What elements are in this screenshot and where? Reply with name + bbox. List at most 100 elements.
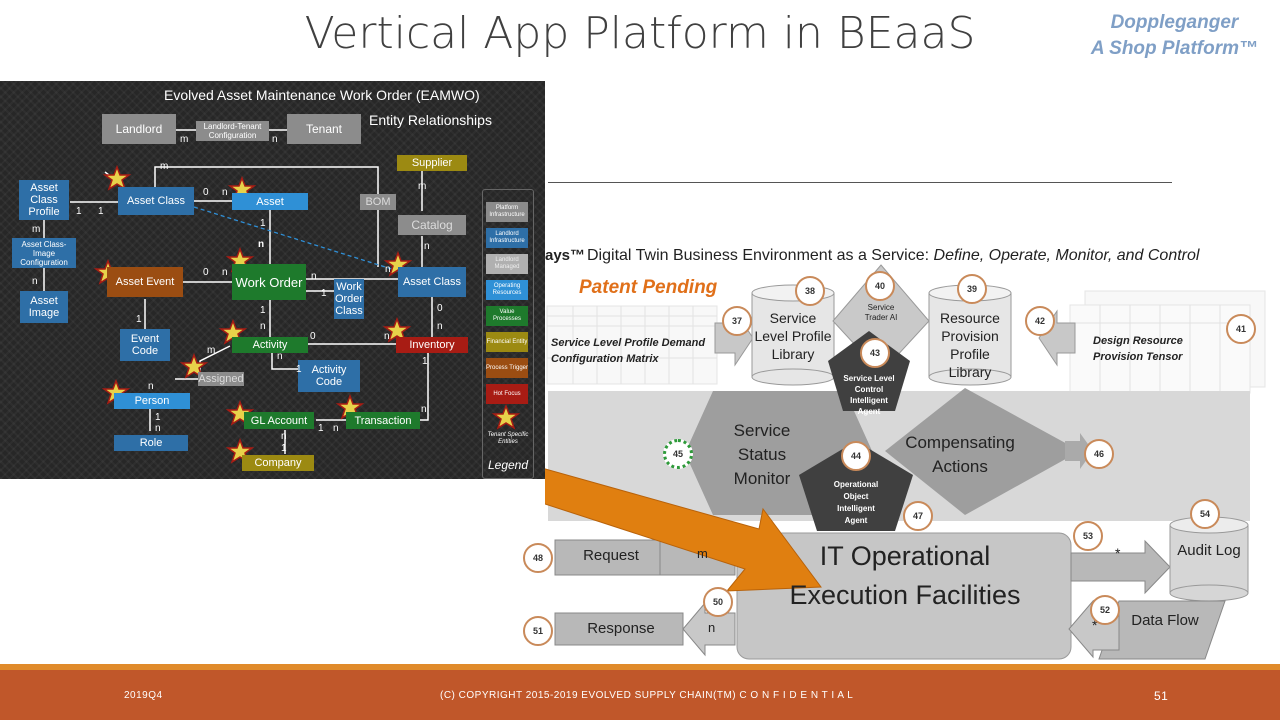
mult-person-one: 1	[155, 412, 161, 423]
resource-library-cylinder	[928, 284, 1012, 386]
mult-act-inv-n: n	[384, 331, 390, 342]
heading-prefix: ays™	[545, 247, 586, 264]
brand-logo-text: Doppleganger A Shop Platform™	[1091, 10, 1258, 62]
eamwo-subtitle: Entity Relationships	[369, 112, 492, 128]
mult-company-one: 1	[281, 443, 287, 454]
asset-box: Asset	[232, 193, 308, 210]
mult-asset-one: 1	[260, 218, 266, 229]
legend-operating: Operating Resources	[486, 280, 528, 300]
patent-pending: Patent Pending	[579, 277, 718, 298]
footer-bar	[0, 664, 1280, 720]
legend-landlord-managed: Landlord Managed	[486, 254, 528, 274]
status-monitor-label: Service Status Monitor	[733, 421, 791, 488]
mult-actcode-n: n	[277, 351, 283, 362]
mult-event-zero: 0	[203, 267, 209, 278]
transaction-box: Transaction	[346, 412, 420, 429]
callout-38: 38	[795, 276, 825, 306]
callout-44: 44	[841, 441, 871, 471]
llt-config-box: Landlord-Tenant Configuration	[196, 121, 269, 141]
star-assigned	[179, 352, 209, 379]
legend-financial: Financial Entity	[486, 332, 528, 352]
legend-process-trigger: Process Trigger	[486, 358, 528, 378]
audit-log-label: Audit Log	[1177, 542, 1241, 559]
activity-box: Activity	[232, 337, 308, 353]
request-multiplicity: m	[697, 546, 708, 561]
resource-tensor-label: Design Resource Provision Tensor	[1093, 335, 1183, 363]
mult-gl-tx-n: n	[333, 423, 339, 434]
trader-ai-label: Service Trader AI	[864, 303, 898, 322]
service-level-library-cylinder	[751, 284, 835, 386]
assigned-box: Assigned	[198, 372, 244, 386]
event-code-box: Event Code	[120, 329, 170, 361]
footer-page-number: 51	[1154, 689, 1169, 703]
brand-line-2: A Shop Platform™	[1090, 38, 1258, 59]
mult-role-n: n	[155, 423, 161, 434]
response-box	[554, 612, 684, 646]
ooa-agent-label: Operational Object Intelligent Agent	[833, 480, 879, 525]
audit-multiplicity: *	[1115, 545, 1121, 561]
mult-wo-right-n: n	[311, 271, 317, 282]
asset-class-right-box: Asset Class	[398, 267, 466, 297]
mult-classright-n: n	[385, 264, 391, 275]
demand-matrix-label: Service Level Profile Demand Configurati…	[551, 337, 706, 365]
data-flow-label: Data Flow	[1131, 612, 1199, 629]
mult-wo-one: 1	[260, 305, 266, 316]
legend-panel: Platform Infrastructure Landlord Infrast…	[482, 189, 534, 479]
mult-profile-right: 1	[98, 206, 104, 217]
gl-account-box: GL Account	[244, 412, 314, 429]
mult-asset-n: n	[222, 187, 228, 198]
mult-class-zero: 0	[203, 187, 209, 198]
legend-title: Legend	[487, 458, 529, 472]
footer-date: 2019Q4	[124, 690, 163, 701]
demand-matrix-grid	[546, 305, 718, 385]
callout-52: 52	[1090, 595, 1120, 625]
footer-accent	[0, 664, 1280, 670]
mult-tx-n: n	[421, 404, 427, 415]
callout-40: 40	[865, 271, 895, 301]
data-flow-multiplicity: *	[1092, 617, 1098, 633]
callout-54: 54	[1190, 499, 1220, 529]
mult-landlord: m	[180, 134, 189, 145]
audit-arrow	[1070, 539, 1171, 595]
slc-agent-label: Service Level Control Intelligent Agent	[843, 374, 895, 416]
person-box: Person	[114, 393, 190, 409]
response-label: Response	[587, 620, 655, 637]
legend-platform: Platform Infrastructure	[486, 202, 528, 222]
callout-43: 43	[860, 338, 890, 368]
supplier-box: Supplier	[397, 155, 467, 171]
mult-event-n: n	[222, 267, 228, 278]
compensating-diamond	[885, 388, 1080, 515]
asset-class-profile-box: Asset Class Profile	[19, 180, 69, 220]
mult-gl-tx-one: 1	[318, 423, 324, 434]
asset-class-top-box: Asset Class	[118, 187, 194, 215]
legend-star-label: Tenant Specific Entities	[487, 432, 529, 445]
mult-catalog-n: n	[424, 241, 430, 252]
bom-box: BOM	[360, 194, 396, 210]
work-order-class-box: Work Order Class	[334, 279, 364, 319]
legend-value: Value Processes	[486, 306, 528, 326]
landlord-box: Landlord	[102, 114, 176, 144]
asset-class-image-config-box: Asset Class-Image Configuration	[12, 238, 76, 268]
callout-50: 50	[703, 587, 733, 617]
mult-profile-left: 1	[76, 206, 82, 217]
mult-image-n: n	[32, 276, 38, 287]
asset-event-box: Asset Event	[107, 267, 183, 297]
inventory-box: Inventory	[396, 337, 468, 353]
callout-41: 41	[1226, 314, 1256, 344]
orange-pointer-arrow	[545, 468, 822, 592]
mult-profile-m: m	[32, 224, 41, 235]
mult-supplier-m: m	[418, 181, 427, 192]
eamwo-title: Evolved Asset Maintenance Work Order (EA…	[164, 87, 480, 103]
role-box: Role	[114, 435, 188, 451]
company-box: Company	[242, 455, 314, 471]
mult-inv-tx-one: 1	[422, 356, 428, 367]
it-ops-box	[736, 532, 1072, 660]
slide-title: Vertical App Platform in BEaaS	[304, 8, 976, 59]
callout-45: 45	[663, 439, 693, 469]
digital-twin-diagram: ays™ Digital Twin Business Environment a…	[523, 183, 1280, 663]
star-asset-class	[102, 164, 132, 191]
asset-image-box: Asset Image	[20, 291, 68, 323]
it-ops-label: IT Operational Execution Facilities	[789, 541, 1021, 610]
eamwo-diagram: Evolved Asset Maintenance Work Order (EA…	[0, 81, 545, 479]
mult-assigned-m: m	[207, 345, 216, 356]
